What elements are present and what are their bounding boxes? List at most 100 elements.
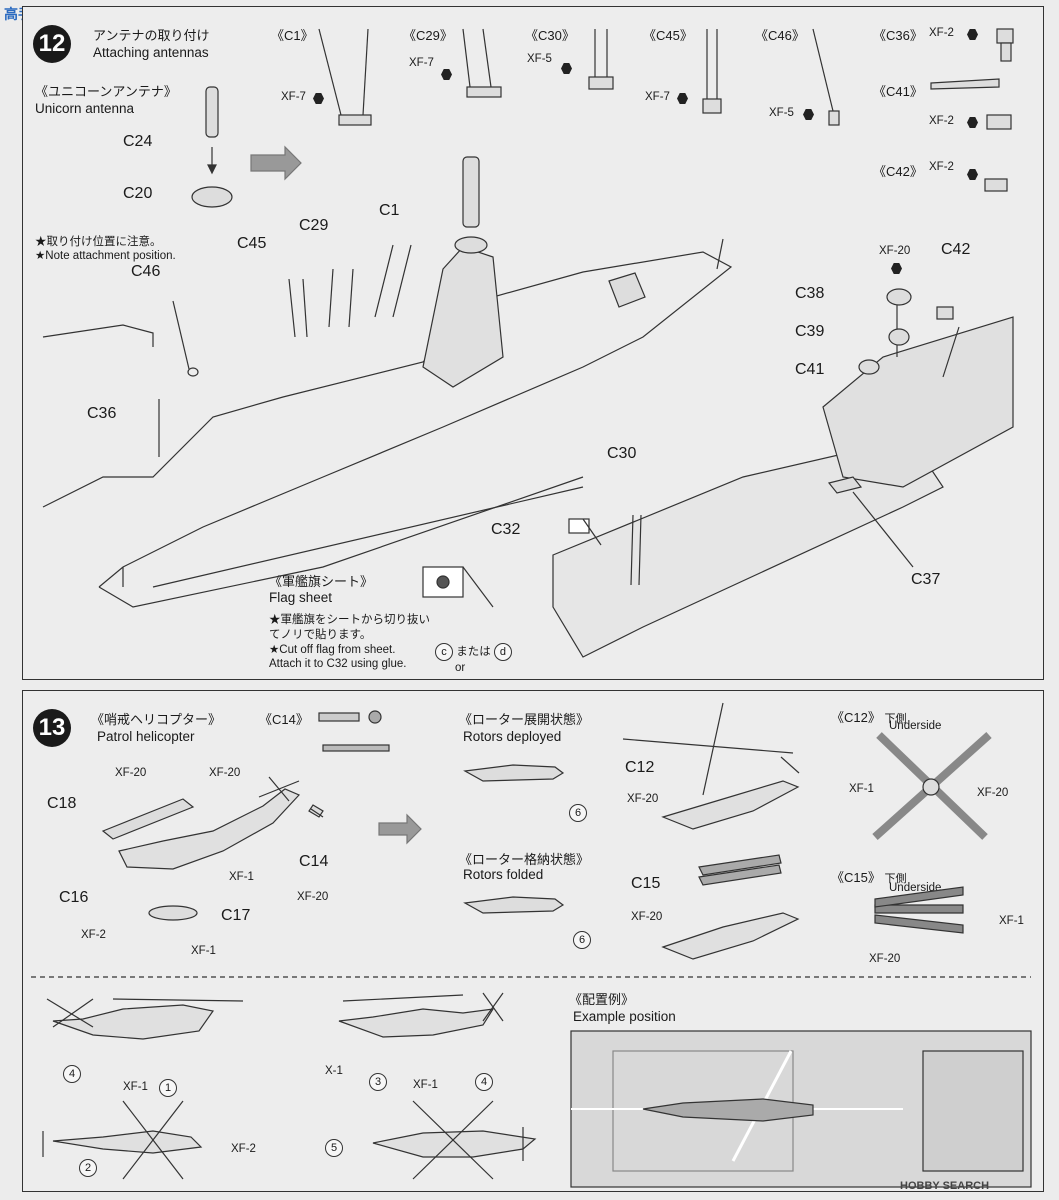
step-title-en: Attaching antennas: [93, 45, 209, 60]
label-c24: C24: [123, 133, 153, 150]
paint-c30: XF-5: [527, 53, 552, 65]
paint-hex-icon: [967, 117, 978, 128]
paint-c41: XF-2: [929, 115, 954, 127]
c12-header-label: 《C12》: [831, 710, 881, 725]
step-13-drawing: [31, 702, 1032, 1188]
watermark: HOBBY SEARCH: [900, 1180, 990, 1192]
circle-4-a: 4: [63, 1065, 81, 1083]
deployed-title-jp: 《ローター展開状態》: [459, 712, 590, 727]
paint-c15-right: XF-1: [999, 915, 1024, 927]
label-c15: C15: [631, 875, 661, 892]
part-header-c42: 《C42》: [873, 164, 923, 179]
step-number: 13: [33, 709, 71, 747]
step-12-panel: 12 アンテナの取り付け Attaching antennas 《ユニコーンアン…: [22, 6, 1044, 680]
paint-c46: XF-5: [769, 107, 794, 119]
paint-c36: XF-2: [929, 27, 954, 39]
paint-xf20-b: XF-20: [209, 767, 241, 779]
paint-view1: XF-1: [123, 1081, 148, 1093]
flag-option: c または d: [435, 643, 512, 661]
label-c39: C39: [795, 323, 825, 340]
part-header-c29: 《C29》: [403, 28, 453, 43]
underside-jp: 下側: [884, 873, 907, 885]
label-c37: C37: [911, 571, 941, 588]
part-header-c1: 《C1》: [271, 28, 314, 43]
circle-6-b: 6: [573, 931, 591, 949]
paint-hex-icon: [561, 63, 572, 74]
label-c20: C20: [123, 185, 153, 202]
step-title-jp: アンテナの取り付け: [93, 28, 210, 43]
paint-xf20-a: XF-20: [115, 767, 147, 779]
paint-c15: XF-20: [631, 911, 663, 923]
paint-view3: XF-2: [231, 1143, 256, 1155]
circle-c: c: [435, 643, 453, 661]
unicorn-title-en: Unicorn antenna: [35, 101, 135, 116]
flag-title-jp: 《軍艦旗シート》: [269, 574, 374, 589]
label-c42: C42: [941, 241, 971, 258]
part-header-c30: 《C30》: [525, 28, 575, 43]
step-title-jp: 《哨戒ヘリコプター》: [91, 712, 222, 727]
underside-jp: 下側: [884, 713, 907, 725]
paint-c45: XF-7: [645, 91, 670, 103]
paint-xf1-b: XF-1: [191, 945, 216, 957]
circle-3: 3: [369, 1073, 387, 1091]
note-en: ★Note attachment position.: [35, 250, 176, 262]
c14-header: 《C14》: [259, 712, 309, 727]
paint-c12: XF-20: [627, 793, 659, 805]
label-c46: C46: [131, 263, 161, 280]
flag-note-jp: ★軍艦旗をシートから切り抜いてノリで貼ります。: [269, 614, 430, 641]
label-c18: C18: [47, 795, 77, 812]
part-header-c46: 《C46》: [755, 28, 805, 43]
deployed-title-en: Rotors deployed: [463, 729, 562, 744]
part-header-c41: 《C41》: [873, 84, 923, 99]
underside-en: Underside: [889, 882, 942, 894]
circle-4-b: 4: [475, 1073, 493, 1091]
c15-header: 《C15》 下側: [831, 867, 906, 886]
unicorn-title-jp: 《ユニコーンアンテナ》: [35, 84, 177, 99]
part-header-c45: 《C45》: [643, 28, 693, 43]
circle-2: 2: [79, 1159, 97, 1177]
paint-hex-icon: [967, 169, 978, 180]
label-c32: C32: [491, 521, 521, 538]
c15-header-label: 《C15》: [831, 870, 881, 885]
circle-1: 1: [159, 1079, 177, 1097]
paint-view2-a: X-1: [325, 1065, 343, 1077]
circle-d: d: [493, 643, 512, 661]
flag-note-en-1: ★Cut off flag from sheet.: [269, 644, 396, 656]
paint-c15-bottom: XF-20: [869, 953, 901, 965]
paint-c14: XF-20: [297, 891, 329, 903]
step-number: 12: [33, 25, 71, 63]
label-c29: C29: [299, 217, 329, 234]
label-c41: C41: [795, 361, 825, 378]
paint-hex-icon: [803, 109, 814, 120]
folded-title-en: Rotors folded: [463, 867, 544, 882]
step-13-panel: 13 《哨戒ヘリコプター》 Patrol helicopter 《C14》 《ロ…: [22, 690, 1044, 1192]
label-c12: C12: [625, 759, 655, 776]
label-c30: C30: [607, 445, 637, 462]
paint-hex-icon: [313, 93, 324, 104]
paint-c1: XF-7: [281, 91, 306, 103]
example-title-jp: 《配置例》: [569, 992, 635, 1007]
step-title-en: Patrol helicopter: [97, 729, 195, 744]
c12-header: 《C12》 下側: [831, 707, 906, 726]
paint-c12-right: XF-20: [977, 787, 1009, 799]
paint-xf1-a: XF-1: [229, 871, 254, 883]
paint-c12-left: XF-1: [849, 783, 874, 795]
label-c14: C14: [299, 853, 329, 870]
label-c45: C45: [237, 235, 267, 252]
paint-view2-b: XF-1: [413, 1079, 438, 1091]
circle-5: 5: [325, 1139, 343, 1157]
paint-hex-icon: [441, 69, 452, 80]
circle-6-a: 6: [569, 804, 587, 822]
or-jp: または: [456, 646, 491, 658]
paint-c42: XF-2: [929, 161, 954, 173]
paint-hex-icon: [677, 93, 688, 104]
paint-c38: XF-20: [879, 245, 911, 257]
flag-title-en: Flag sheet: [269, 590, 333, 605]
paint-xf2-a: XF-2: [81, 929, 106, 941]
paint-c29: XF-7: [409, 57, 434, 69]
underside-en: Underside: [889, 720, 942, 732]
label-c16: C16: [59, 889, 89, 906]
example-title-en: Example position: [573, 1009, 676, 1024]
paint-hex-icon: [891, 263, 902, 274]
label-c1: C1: [379, 202, 400, 219]
